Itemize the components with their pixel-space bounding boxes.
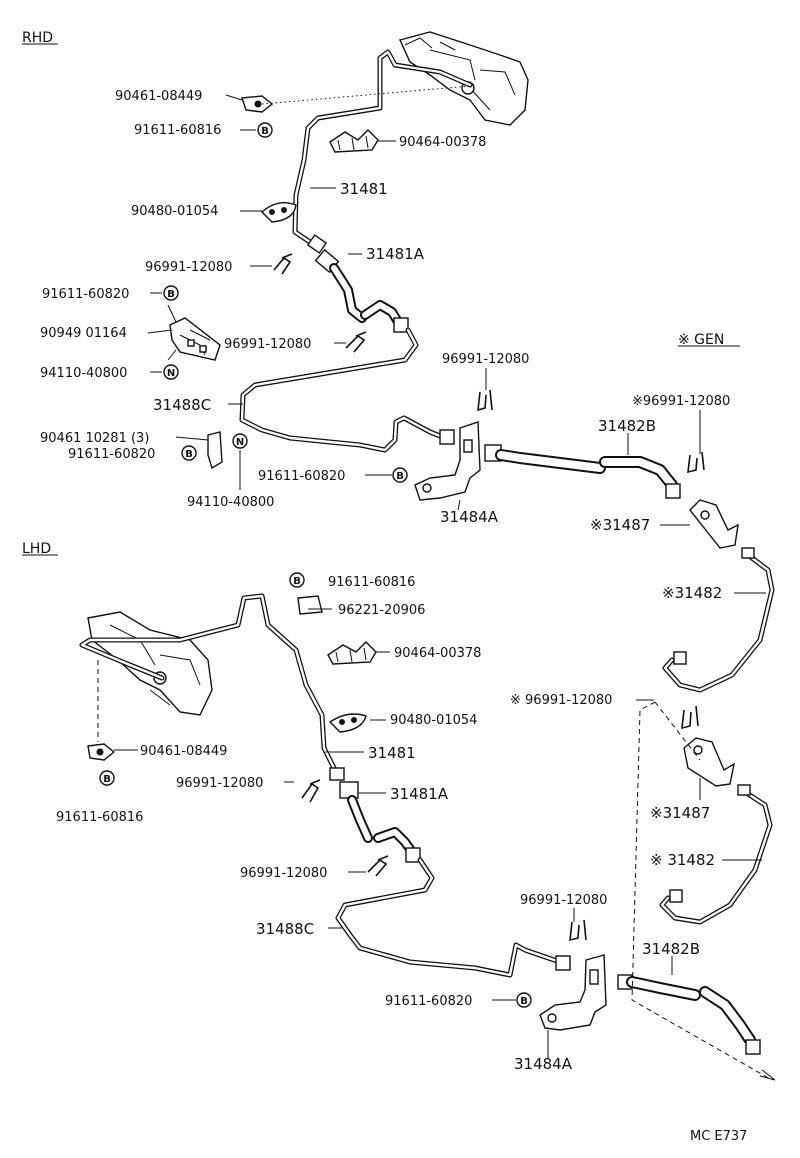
gen-hose-31482B-upper: [484, 444, 681, 499]
gen-section-label: ※ GEN: [678, 332, 724, 348]
gen-label-31482-b: ※ 31482: [650, 851, 715, 869]
svg-text:B: B: [293, 576, 301, 587]
lhd-hose-31481A: [329, 767, 421, 863]
svg-text:B: B: [167, 289, 175, 300]
rhd-section-label: RHD: [22, 30, 53, 46]
leader-lines: [114, 85, 766, 1058]
rhd-label-90461-08449: 90461-08449: [115, 89, 202, 104]
rhd-label-96991-12080-a: 96991-12080: [145, 260, 232, 275]
lhd-bracket-31484A: [539, 954, 607, 1031]
lhd-label-31481: 31481: [368, 744, 416, 762]
svg-text:N: N: [236, 437, 244, 448]
rhd-label-91611-60820-a: 91611-60820: [42, 287, 129, 302]
rhd-label-94110-40800-a: 94110-40800: [40, 366, 127, 381]
lhd-label-31481A: 31481A: [390, 785, 449, 803]
rhd-bracket-31484A: [414, 421, 481, 501]
gen-label-31482B: 31482B: [598, 417, 656, 435]
lhd-label-91611-60816-a: 91611-60816: [328, 575, 415, 590]
lhd-clip-96991-12080-a: [301, 779, 321, 803]
gen-label-31482-a: ※31482: [662, 584, 722, 602]
rhd-label-31484A: 31484A: [440, 508, 499, 526]
lhd-label-91611-60820: 91611-60820: [385, 994, 472, 1009]
svg-text:B: B: [520, 996, 528, 1007]
rhd-label-90461-10281: 90461 10281 (3): [40, 431, 149, 446]
svg-text:B: B: [396, 471, 404, 482]
rhd-label-90949-01164: 90949 01164: [40, 326, 127, 341]
rhd-label-91611-60816: 91611-60816: [134, 123, 221, 138]
svg-text:B: B: [103, 774, 111, 785]
lhd-label-90464-00378: 90464-00378: [394, 646, 481, 661]
rhd-clip-90464-00378: [329, 129, 379, 153]
lhd-label-96991-12080-b: 96991-12080: [240, 866, 327, 881]
gen-hose-31482B-lower: [617, 974, 761, 1055]
gen-pipe-31482-a: [662, 547, 775, 693]
rhd-label-94110-40800-b: 94110-40800: [187, 495, 274, 510]
svg-text:B: B: [261, 126, 269, 137]
rhd-label-96991-12080-c: 96991-12080: [442, 352, 529, 367]
rhd-bracket-90949-01164: [169, 317, 221, 361]
svg-text:B: B: [185, 449, 193, 460]
svg-text:N: N: [167, 368, 175, 379]
gen-label-31487-a: ※31487: [590, 516, 650, 534]
rhd-pipe-31481: [292, 49, 473, 247]
rhd-label-31481: 31481: [340, 180, 388, 198]
lhd-master-cylinder: [87, 611, 213, 716]
lhd-label-31488C: 31488C: [256, 920, 314, 938]
symbol-b-marker: B B B B B B B: [99, 122, 532, 1008]
gen-pipe-31482-b: [659, 784, 773, 925]
gen-label-31487-b: ※31487: [650, 804, 710, 822]
gen-clip-96991-12080-a: [687, 451, 705, 474]
lhd-clip-96991-12080-c: [569, 919, 587, 942]
rhd-label-31481A: 31481A: [366, 245, 425, 263]
diagram-code: MC E737: [690, 1129, 747, 1144]
lhd-clip-96221-20906: [297, 595, 323, 615]
rhd-label-91611-60820-c: 91611-60820: [258, 469, 345, 484]
rhd-label-91611-60820-b: 91611-60820: [68, 447, 155, 462]
rhd-master-cylinder: [399, 31, 529, 126]
gen-bracket-31487-b: [683, 737, 735, 787]
rhd-clip-90461-08449: [241, 95, 274, 113]
symbol-n-marker: N N: [163, 364, 248, 449]
lhd-label-90461-08449: 90461-08449: [140, 744, 227, 759]
lhd-label-96991-12080-a: 96991-12080: [176, 776, 263, 791]
lhd-label-90480-01054: 90480-01054: [390, 713, 477, 728]
gen-label-96991-12080-a: ※96991-12080: [632, 394, 730, 409]
lhd-clamp-90480-01054: [328, 713, 367, 733]
lhd-clip-90461-08449: [87, 743, 116, 761]
lhd-label-96991-12080-c: 96991-12080: [520, 893, 607, 908]
lhd-section-label: LHD: [22, 541, 51, 557]
rhd-clip-96991-12080-a: [273, 253, 293, 275]
rhd-clip-96991-12080-c: [477, 389, 493, 412]
lhd-clip-96991-12080-b: [367, 855, 389, 877]
rhd-label-96991-12080-b: 96991-12080: [224, 337, 311, 352]
gen-clip-96991-12080-b: [681, 705, 699, 730]
lhd-pipe-31488C: [335, 857, 571, 978]
rhd-clamp-90480-01054: [260, 202, 297, 223]
gen-label-31482B-b: 31482B: [642, 940, 700, 958]
rhd-label-31488C: 31488C: [153, 396, 211, 414]
gen-label-96991-12080-b: ※ 96991-12080: [510, 693, 612, 708]
gen-bracket-31487-a: [689, 499, 739, 549]
rhd-label-90464-00378: 90464-00378: [399, 135, 486, 150]
lhd-label-96221-20906: 96221-20906: [338, 603, 425, 618]
rhd-pipe-31488C: [239, 327, 455, 453]
rhd-clip-90461-10281: [207, 431, 223, 470]
rhd-clip-96991-12080-b: [345, 331, 367, 353]
lhd-label-31484A: 31484A: [514, 1055, 573, 1073]
rhd-hose-31481A: [306, 234, 409, 333]
rhd-label-90480-01054: 90480-01054: [131, 204, 218, 219]
lhd-label-91611-60816-b: 91611-60816: [56, 810, 143, 825]
lhd-pipe-31481: [79, 593, 338, 773]
lhd-clip-90464-00378: [327, 641, 377, 665]
